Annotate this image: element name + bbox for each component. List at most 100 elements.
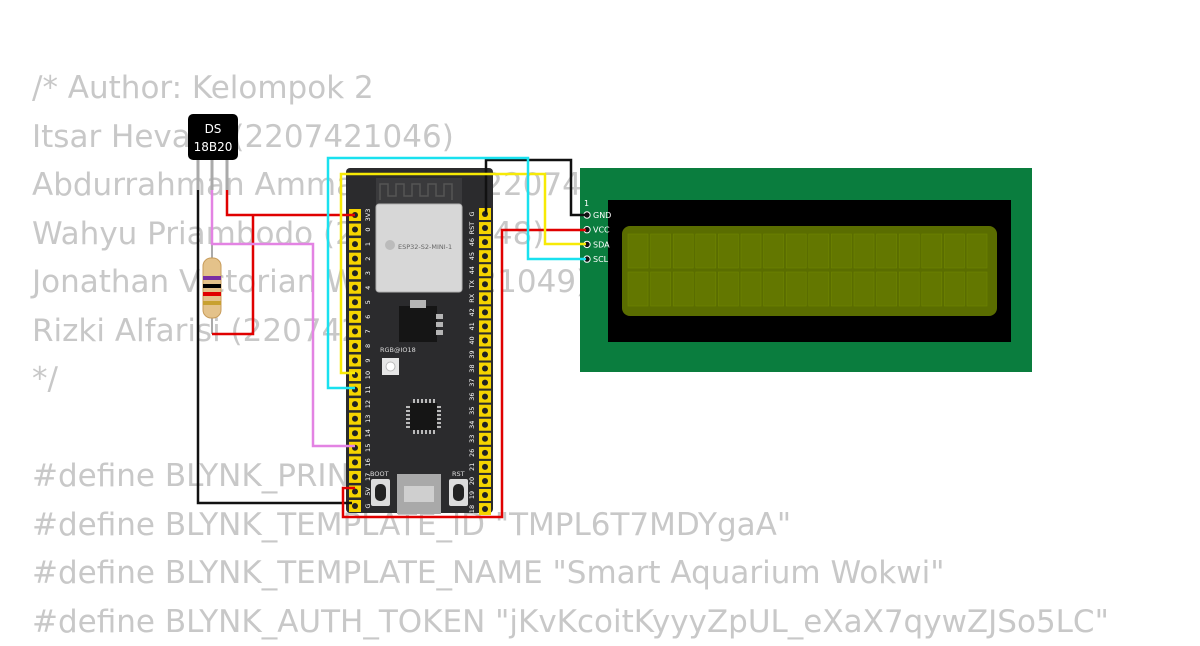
pin-hole[interactable] — [482, 478, 488, 484]
left-pin-label: 0 — [364, 227, 372, 231]
pin-hole[interactable] — [482, 492, 488, 498]
pin-hole[interactable] — [482, 450, 488, 456]
pin-hole[interactable] — [352, 401, 358, 407]
lcd-char-cell — [922, 272, 942, 306]
pin-hole[interactable] — [482, 253, 488, 259]
pin-hole[interactable] — [482, 408, 488, 414]
right-pin-label: 21 — [468, 463, 476, 471]
antenna-area — [376, 178, 462, 204]
pin-hole[interactable] — [352, 503, 358, 509]
pin-hole[interactable] — [482, 366, 488, 372]
pin-hole[interactable] — [482, 394, 488, 400]
sensor-label-line1: DS — [205, 122, 222, 136]
pin-hole[interactable] — [482, 323, 488, 329]
right-pin-label: G — [468, 211, 476, 216]
lcd-char-cell — [809, 272, 829, 306]
pin-hole[interactable] — [352, 459, 358, 465]
wire-data-onewire — [212, 188, 355, 446]
pullup-resistor[interactable] — [203, 240, 221, 334]
pin-hole[interactable] — [482, 506, 488, 512]
lcd-char-cell — [809, 234, 829, 268]
lcd-char-cell — [764, 234, 784, 268]
pin-hole[interactable] — [352, 488, 358, 494]
lcd-char-cell — [696, 234, 716, 268]
pin-hole[interactable] — [352, 285, 358, 291]
lcd-char-cell — [967, 272, 987, 306]
pin-hole[interactable] — [352, 270, 358, 276]
left-pin-label: 13 — [364, 415, 372, 423]
pin-hole[interactable] — [482, 337, 488, 343]
pin-hole[interactable] — [352, 227, 358, 233]
right-pin-label: 34 — [468, 421, 476, 429]
lcd-char-cell — [854, 272, 874, 306]
lcd-char-cell — [696, 272, 716, 306]
pin-hole[interactable] — [482, 295, 488, 301]
lcd-char-cell — [651, 272, 671, 306]
pin-hole[interactable] — [352, 416, 358, 422]
right-pin-label: 44 — [468, 266, 476, 274]
pin-hole[interactable] — [482, 422, 488, 428]
right-pin-label: RST — [468, 222, 476, 235]
pin-hole[interactable] — [482, 352, 488, 358]
lcd-char-cell — [628, 272, 648, 306]
left-pin-label: 5V — [364, 487, 372, 496]
lcd-pin-label: SDA — [593, 240, 610, 249]
pin-hole[interactable] — [352, 430, 358, 436]
left-pin-label: 8 — [364, 344, 372, 348]
pin-hole[interactable] — [352, 256, 358, 262]
lcd-char-cell — [899, 272, 919, 306]
pin-hole[interactable] — [482, 281, 488, 287]
pin-hole[interactable] — [352, 474, 358, 480]
pin-hole[interactable] — [352, 314, 358, 320]
lcd-char-cell — [944, 234, 964, 268]
lcd-char-cell — [854, 234, 874, 268]
right-pin-label: 45 — [468, 252, 476, 260]
right-pin-label: 19 — [468, 491, 476, 499]
pin-hole[interactable] — [352, 241, 358, 247]
right-pin-label: 41 — [468, 322, 476, 330]
pin-hole[interactable] — [482, 380, 488, 386]
lcd-pin-label: GND — [593, 211, 611, 220]
pin-hole[interactable] — [482, 239, 488, 245]
pin-hole[interactable] — [482, 267, 488, 273]
pin-hole[interactable] — [352, 299, 358, 305]
pin-hole[interactable] — [352, 328, 358, 334]
pin-hole[interactable] — [352, 358, 358, 364]
left-pin-label: 11 — [364, 385, 372, 393]
pin-hole[interactable] — [482, 464, 488, 470]
right-pin-label: 20 — [468, 477, 476, 485]
right-pin-label: 36 — [468, 393, 476, 401]
right-pin-label: 38 — [468, 364, 476, 372]
right-pin-label: 37 — [468, 378, 476, 386]
right-pin-label: 46 — [468, 238, 476, 246]
left-pin-label: 1 — [364, 242, 372, 246]
boot-label: BOOT — [370, 470, 389, 478]
ds18b20-sensor[interactable]: DS 18B20 — [188, 114, 238, 190]
espressif-logo-icon — [385, 240, 395, 250]
lcd-char-cell — [718, 234, 738, 268]
left-pin-label: 12 — [364, 400, 372, 408]
left-pin-label: 15 — [364, 444, 372, 452]
voltage-regulator — [399, 306, 437, 342]
lcd-char-cell — [786, 272, 806, 306]
left-pin-label: 14 — [364, 429, 372, 437]
regulator-tab — [410, 300, 426, 308]
left-pin-label: 9 — [364, 358, 372, 362]
right-pin-label: RX — [468, 293, 476, 303]
pin-hole[interactable] — [482, 309, 488, 315]
left-pin-label: G — [364, 503, 372, 508]
lcd-char-cell — [673, 272, 693, 306]
lcd-pin-one-label: 1 — [584, 199, 589, 208]
esp32-s2-board[interactable]: ESP32-S2-MINI-1 RGB@IO18 BOOT RST 3V3012… — [346, 168, 493, 515]
lcd-char-cell — [741, 272, 761, 306]
pin-hole[interactable] — [482, 225, 488, 231]
left-pin-label: 10 — [364, 371, 372, 379]
left-pin-label: 17 — [364, 473, 372, 481]
lcd-char-cell — [718, 272, 738, 306]
wire-gnd-lcd — [486, 160, 586, 215]
pin-hole[interactable] — [352, 343, 358, 349]
lcd-char-cell — [967, 234, 987, 268]
pin-hole[interactable] — [482, 436, 488, 442]
